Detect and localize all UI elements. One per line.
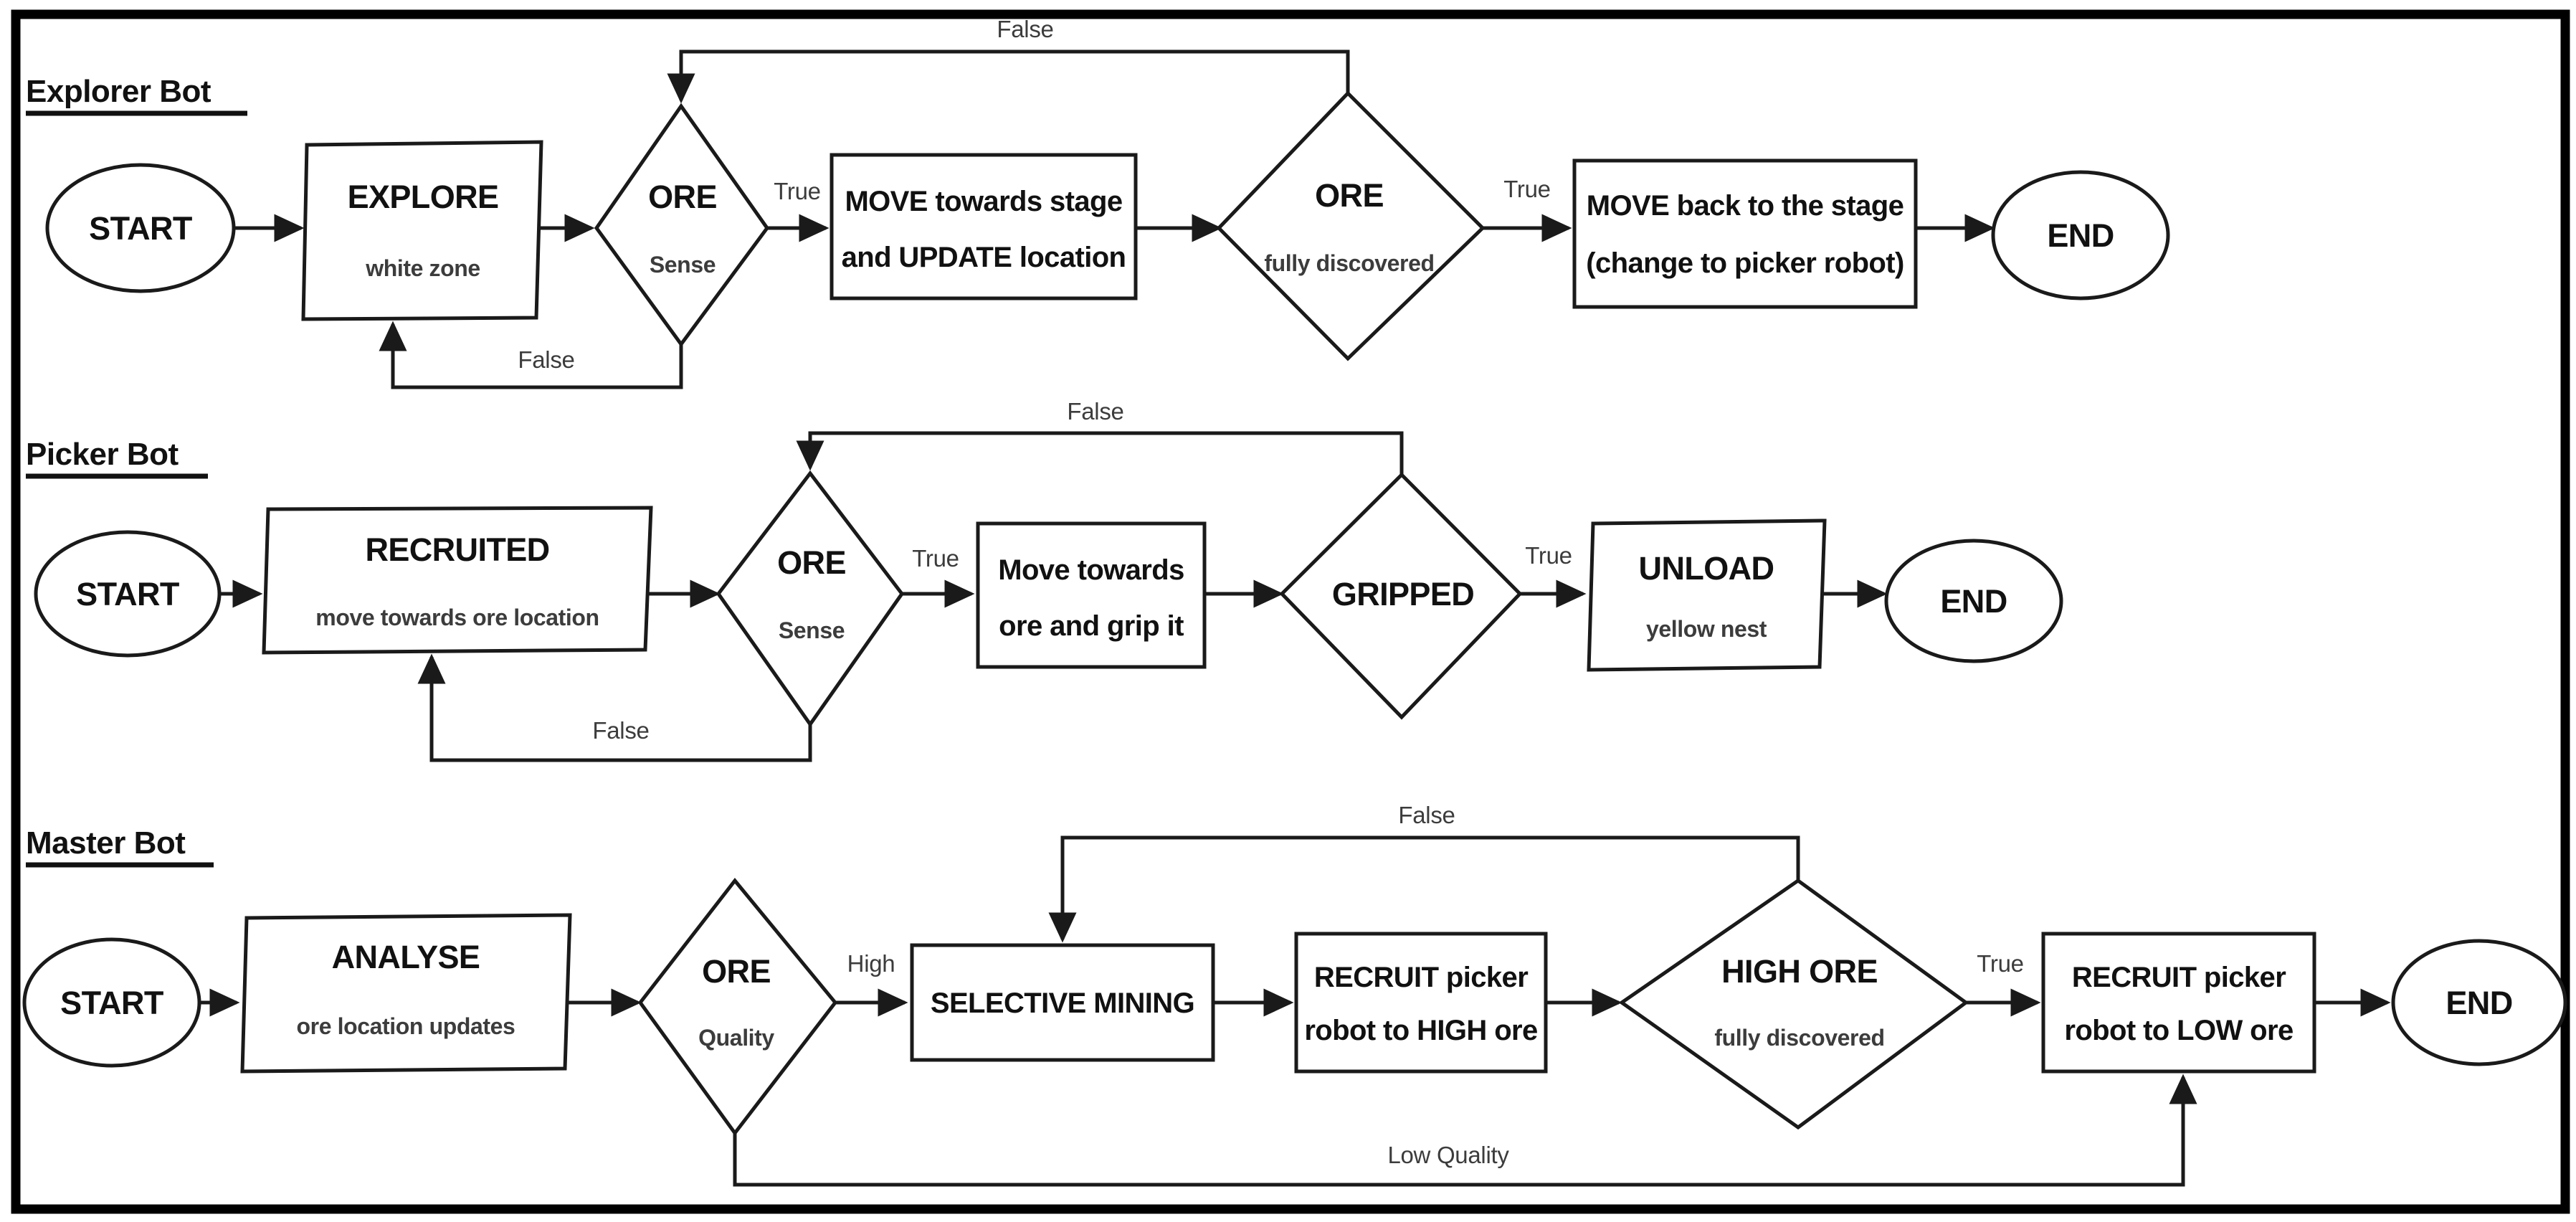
- node-ore-sense-explorer-title: ORE: [648, 179, 717, 215]
- node-recruit-high-line1: RECRUIT picker: [1314, 962, 1528, 993]
- edge-label-false-2: False: [997, 16, 1053, 42]
- heading-picker-bot: Picker Bot: [26, 437, 179, 472]
- row-picker-bot: Picker Bot START RECRUITED move towards …: [26, 398, 2063, 762]
- node-gripped[interactable]: [1279, 472, 1523, 720]
- node-unload-title: UNLOAD: [1639, 550, 1774, 587]
- node-ore-sense-picker-sub: Sense: [779, 617, 845, 643]
- heading-explorer-bot: Explorer Bot: [26, 74, 212, 109]
- node-ore-quality[interactable]: [637, 877, 838, 1137]
- edge-label-true-2: True: [1503, 176, 1550, 202]
- picker-start-label: START: [76, 576, 179, 612]
- node-move-back-line1: MOVE back to the stage: [1587, 190, 1904, 222]
- row-master-bot: Master Bot START ANALYSE ore location up…: [22, 802, 2567, 1187]
- node-selective-mining-title: SELECTIVE MINING: [931, 987, 1194, 1019]
- node-high-ore-title: HIGH ORE: [1721, 953, 1878, 990]
- node-explore-title: EXPLORE: [348, 179, 499, 215]
- explorer-start-label: START: [89, 210, 192, 247]
- node-move-back-to-stage[interactable]: [1572, 158, 1918, 309]
- node-move-and-grip[interactable]: [976, 521, 1207, 669]
- row-explorer-bot: Explorer Bot START EXPLORE white zone OR…: [26, 16, 2170, 389]
- node-unload[interactable]: [1587, 518, 1827, 672]
- node-selective-mining[interactable]: [910, 943, 1215, 1062]
- edge-label-true-3: True: [912, 545, 959, 572]
- picker-end-terminal[interactable]: [1884, 539, 2063, 663]
- node-recruit-low-line1: RECRUIT picker: [2072, 962, 2286, 993]
- edge-ore-full-false-explorer: [667, 49, 1350, 104]
- heading-master-bot: Master Bot: [26, 825, 186, 861]
- node-recruit-high-line2: robot to HIGH ore: [1304, 1015, 1537, 1046]
- edge-high-ore-false: [1048, 835, 1800, 943]
- node-high-ore[interactable]: [1618, 878, 1969, 1130]
- node-ore-sense-explorer[interactable]: [594, 103, 770, 348]
- node-high-ore-sub: fully discovered: [1714, 1025, 1884, 1051]
- edge-label-true-1: True: [774, 178, 820, 204]
- node-ore-sense-explorer-sub: Sense: [650, 252, 716, 278]
- node-move-towards-stage-line1: MOVE towards stage: [845, 186, 1122, 217]
- node-recruited-sub: move towards ore location: [315, 605, 599, 630]
- node-ore-full-title: ORE: [1315, 177, 1384, 214]
- node-ore-quality-sub: Quality: [698, 1025, 774, 1051]
- node-recruit-low[interactable]: [2041, 932, 2316, 1074]
- picker-end-label: END: [1940, 583, 2007, 620]
- node-move-towards-stage[interactable]: [830, 153, 1138, 300]
- edge-label-low-quality: Low Quality: [1387, 1142, 1509, 1168]
- edge-label-false-1: False: [518, 346, 574, 373]
- edge-ore-sense-false-picker: [417, 653, 812, 762]
- node-move-grip-line2: ore and grip it: [999, 610, 1184, 642]
- node-analyse[interactable]: [240, 913, 572, 1074]
- node-analyse-title: ANALYSE: [332, 939, 480, 975]
- master-start-label: START: [60, 985, 163, 1021]
- edge-label-false-3: False: [592, 717, 649, 744]
- node-ore-full-sub: fully discovered: [1264, 250, 1434, 276]
- node-ore-quality-title: ORE: [702, 953, 771, 990]
- node-recruit-low-line2: robot to LOW ore: [2064, 1015, 2293, 1046]
- node-recruited[interactable]: [262, 506, 653, 655]
- node-unload-sub: yellow nest: [1646, 616, 1767, 642]
- master-end-terminal[interactable]: [2391, 939, 2567, 1066]
- node-explore-sub: white zone: [365, 255, 480, 281]
- diagram-frame: [11, 9, 2570, 1214]
- explorer-end-terminal[interactable]: [1991, 170, 2170, 300]
- edge-label-true-5: True: [1977, 950, 2023, 977]
- edge-gripped-false: [796, 431, 1404, 475]
- edge-label-true-4: True: [1525, 542, 1572, 569]
- edge-label-high: High: [847, 950, 895, 977]
- node-recruited-title: RECRUITED: [365, 531, 549, 568]
- node-ore-sense-picker-title: ORE: [777, 544, 846, 581]
- node-recruit-high[interactable]: [1294, 932, 1548, 1074]
- node-explore[interactable]: [301, 140, 543, 321]
- node-move-grip-line1: Move towards: [998, 554, 1184, 586]
- node-move-towards-stage-line2: and UPDATE location: [842, 242, 1126, 273]
- edge-ore-quality-low: [733, 1074, 2197, 1187]
- master-end-label: END: [2446, 985, 2512, 1021]
- edge-label-false-5: False: [1398, 802, 1455, 828]
- node-gripped-title: GRIPPED: [1332, 576, 1474, 612]
- node-analyse-sub: ore location updates: [297, 1013, 515, 1039]
- node-ore-sense-picker[interactable]: [716, 470, 905, 728]
- edge-label-false-4: False: [1067, 398, 1123, 425]
- node-ore-fully-discovered-explorer[interactable]: [1216, 90, 1486, 361]
- edge-ore-sense-false-explorer: [379, 321, 683, 389]
- explorer-end-label: END: [2047, 217, 2114, 254]
- node-move-back-line2: (change to picker robot): [1586, 247, 1904, 279]
